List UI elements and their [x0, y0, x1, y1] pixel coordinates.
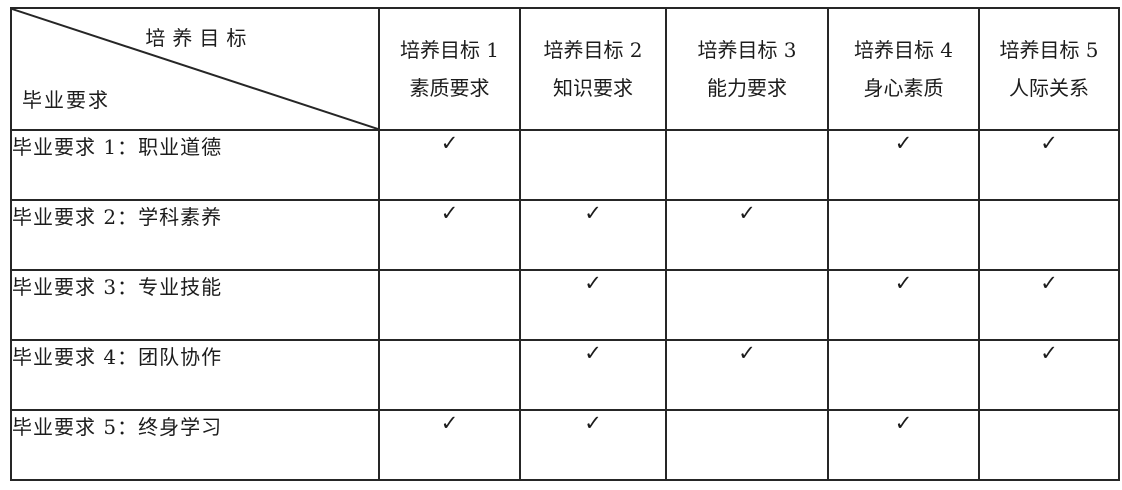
corner-label-objectives: 培养目标 — [145, 26, 254, 50]
row-label-requirement-4: 毕业要求 4：团队协作 — [10, 339, 380, 411]
objective-4-subtitle: 身心素质 — [863, 76, 944, 100]
table-row-requirement-1: 毕业要求 1：职业道德 ✓ ✓ ✓ — [10, 129, 1120, 201]
column-header-objective-3: 培养目标 3 能力要求 — [665, 7, 829, 131]
row-label-requirement-1: 毕业要求 1：职业道德 — [10, 129, 380, 201]
check-cell-r2-c2: ✓ — [519, 199, 667, 271]
row-label-requirement-5: 毕业要求 5：终身学习 — [10, 409, 380, 481]
check-cell-r1-c5: ✓ — [978, 129, 1120, 201]
header-row: 培养目标 毕业要求 培养目标 1 素质要求 培养目标 2 知识要求 培养目标 3… — [10, 7, 1120, 131]
table-row-requirement-4: 毕业要求 4：团队协作 ✓ ✓ ✓ — [10, 339, 1120, 411]
column-header-objective-2: 培养目标 2 知识要求 — [519, 7, 667, 131]
check-cell-r4-c5: ✓ — [978, 339, 1120, 411]
table-row-requirement-3: 毕业要求 3：专业技能 ✓ ✓ ✓ — [10, 269, 1120, 341]
check-cell-r3-c3 — [665, 269, 829, 341]
check-cell-r5-c2: ✓ — [519, 409, 667, 481]
check-cell-r3-c1 — [378, 269, 521, 341]
row-label-requirement-2: 毕业要求 2：学科素养 — [10, 199, 380, 271]
objective-4-title: 培养目标 4 — [853, 38, 954, 62]
corner-label-requirements: 毕业要求 — [22, 88, 110, 112]
objective-1-title: 培养目标 1 — [399, 38, 500, 62]
objective-5-subtitle: 人际关系 — [1009, 76, 1089, 100]
row-label-requirement-3: 毕业要求 3：专业技能 — [10, 269, 380, 341]
check-cell-r5-c3 — [665, 409, 829, 481]
check-cell-r1-c2 — [519, 129, 667, 201]
objective-1-subtitle: 素质要求 — [409, 76, 490, 100]
diagonal-divider-line — [12, 9, 378, 129]
check-cell-r2-c1: ✓ — [378, 199, 521, 271]
check-cell-r2-c3: ✓ — [665, 199, 829, 271]
check-cell-r2-c4 — [827, 199, 980, 271]
column-header-objective-5: 培养目标 5 人际关系 — [978, 7, 1120, 131]
check-cell-r5-c5 — [978, 409, 1120, 481]
check-cell-r1-c3 — [665, 129, 829, 201]
objective-2-title: 培养目标 2 — [543, 38, 643, 62]
requirements-objectives-matrix: 培养目标 毕业要求 培养目标 1 素质要求 培养目标 2 知识要求 培养目标 3… — [10, 7, 1120, 481]
check-cell-r3-c2: ✓ — [519, 269, 667, 341]
check-cell-r3-c4: ✓ — [827, 269, 980, 341]
check-cell-r1-c1: ✓ — [378, 129, 521, 201]
check-cell-r4-c3: ✓ — [665, 339, 829, 411]
check-cell-r2-c5 — [978, 199, 1120, 271]
check-cell-r3-c5: ✓ — [978, 269, 1120, 341]
column-header-objective-4: 培养目标 4 身心素质 — [827, 7, 980, 131]
objective-5-title: 培养目标 5 — [999, 38, 1099, 62]
objective-2-subtitle: 知识要求 — [553, 76, 633, 100]
objective-3-title: 培养目标 3 — [697, 38, 797, 62]
check-cell-r4-c2: ✓ — [519, 339, 667, 411]
table-row-requirement-5: 毕业要求 5：终身学习 ✓ ✓ ✓ — [10, 409, 1120, 481]
column-header-objective-1: 培养目标 1 素质要求 — [378, 7, 521, 131]
table-row-requirement-2: 毕业要求 2：学科素养 ✓ ✓ ✓ — [10, 199, 1120, 271]
corner-header-cell: 培养目标 毕业要求 — [10, 7, 380, 131]
objective-3-subtitle: 能力要求 — [707, 76, 787, 100]
check-cell-r1-c4: ✓ — [827, 129, 980, 201]
check-cell-r5-c4: ✓ — [827, 409, 980, 481]
check-cell-r4-c4 — [827, 339, 980, 411]
check-cell-r5-c1: ✓ — [378, 409, 521, 481]
check-cell-r4-c1 — [378, 339, 521, 411]
